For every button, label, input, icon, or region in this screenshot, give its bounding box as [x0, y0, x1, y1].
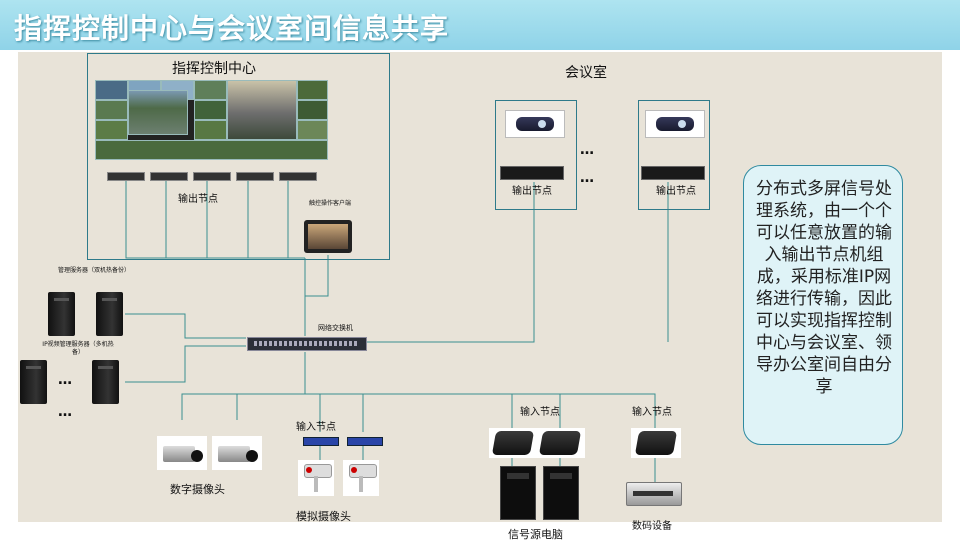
output-node-device	[500, 166, 564, 180]
title-bar: 指挥控制中心与会议室间信息共享	[0, 0, 960, 50]
projector-icon	[645, 110, 705, 138]
line-mgmt	[125, 313, 246, 339]
description-bubble: 分布式多屏信号处理系统，由一个个可以任意放置的输入输出节点机组成，采用标准IP网…	[743, 165, 903, 445]
pc-input-node-label: 输入节点	[520, 407, 560, 418]
output-node-device	[236, 172, 274, 181]
room-ellipsis-2: …	[580, 170, 594, 186]
line-room1	[365, 182, 535, 343]
control-client-label: 触控操作客户端	[308, 200, 351, 207]
description-text: 分布式多屏信号处理系统，由一个个可以任意放置的输入输出节点机组成，采用标准IP网…	[756, 179, 892, 397]
room-ellipsis: …	[580, 142, 594, 158]
network-switch-icon	[247, 337, 367, 351]
digital-camera-icon	[157, 436, 207, 470]
wall-cell-highway	[128, 90, 188, 135]
line-ipserver	[125, 345, 246, 383]
line-node1	[125, 180, 305, 259]
slide-title: 指挥控制中心与会议室间信息共享	[14, 12, 450, 45]
room-output-label-1: 输出节点	[512, 186, 552, 197]
encoder-icon	[303, 437, 339, 446]
ip-video-server-label: IP视频管理服务器（多机热备）	[42, 341, 114, 356]
output-node-label: 输出节点	[178, 194, 218, 205]
signal-pc-label: 信号源电脑	[508, 528, 563, 541]
tablet-icon	[304, 220, 352, 253]
output-node-device	[150, 172, 188, 181]
output-node-device	[279, 172, 317, 181]
digital-input-node-label: 输入节点	[632, 407, 672, 418]
server-ellipsis-2: …	[58, 404, 72, 420]
line-input-right	[305, 393, 656, 428]
wall-cell	[95, 100, 128, 120]
wall-cell	[95, 80, 128, 100]
command-center-box	[87, 53, 390, 260]
wall-cell	[95, 140, 328, 160]
digital-device-label: 数码设备	[632, 521, 672, 532]
analog-camera-icon	[343, 460, 379, 496]
wall-cell	[194, 80, 227, 100]
projector-icon	[505, 110, 565, 138]
analog-camera-label: 模拟摄像头	[296, 510, 351, 523]
mgmt-server-label: 管理服务器（双机热备份）	[58, 267, 131, 274]
server-icon	[20, 360, 47, 404]
server-icon	[96, 292, 123, 336]
line-input-bus	[181, 352, 306, 420]
analog-camera-icon	[298, 460, 334, 496]
command-center-label: 指挥控制中心	[172, 61, 256, 77]
server-icon	[48, 292, 75, 336]
output-node-device	[193, 172, 231, 181]
digital-camera-icon	[212, 436, 262, 470]
wall-cell	[297, 120, 328, 140]
network-switch-label: 网络交换机	[318, 324, 353, 332]
wall-cell-city	[227, 80, 297, 140]
analog-input-node-label: 输入节点	[296, 422, 336, 433]
wall-cell	[194, 120, 227, 140]
line-client	[305, 255, 329, 297]
room-output-label-2: 输出节点	[656, 186, 696, 197]
digital-camera-label: 数字摄像头	[170, 483, 225, 496]
conference-room-label: 会议室	[565, 65, 607, 81]
pc-tower-icon	[543, 466, 579, 520]
input-node-puck-icon	[538, 431, 582, 455]
wall-cell	[95, 120, 128, 140]
server-icon	[92, 360, 119, 404]
digital-device-icon	[626, 482, 682, 506]
output-node-device	[107, 172, 145, 181]
wall-cell	[297, 100, 328, 120]
wall-cell	[297, 80, 328, 100]
room-output-box-1	[495, 100, 577, 210]
pc-tower-icon	[500, 466, 536, 520]
input-node-puck-icon	[634, 431, 678, 455]
server-ellipsis: …	[58, 372, 72, 388]
room-output-box-2	[638, 100, 710, 210]
encoder-icon	[347, 437, 383, 446]
output-node-device	[641, 166, 705, 180]
video-wall	[95, 80, 328, 160]
input-node-puck-icon	[491, 431, 535, 455]
wall-cell	[194, 100, 227, 120]
